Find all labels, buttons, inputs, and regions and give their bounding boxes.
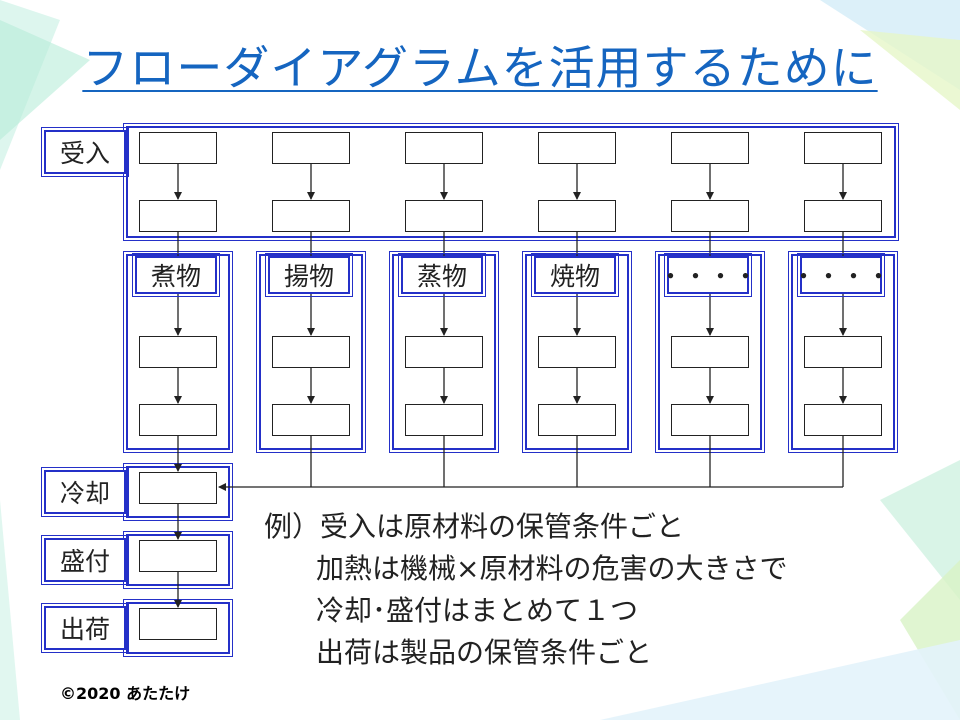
process-label-3: 蒸物 [398,253,486,297]
process-box-3b [405,404,483,436]
process-box-3a [405,336,483,368]
receiving-frame [123,123,899,241]
stage-label-receiving: 受入 [41,127,129,177]
process-label-1: 煮物 [132,253,220,297]
receiving-box-1b [139,200,217,232]
copyright-notice: ©2020 あたたけ [60,684,191,703]
process-label-4: 焼物 [531,253,619,297]
plating-box [139,540,217,572]
receiving-box-4a [538,132,616,164]
example-line-2: 加熱は機械×原材料の危害の大きさで [316,552,788,585]
process-box-6b [804,404,882,436]
stage-label-cooling: 冷却 [41,467,129,517]
process-box-1a [139,336,217,368]
receiving-box-1a [139,132,217,164]
process-label-6: ・・・・ [791,253,891,297]
example-line-3: 冷却･盛付はまとめて１つ [316,594,639,627]
receiving-box-3b [405,200,483,232]
process-box-5b [671,404,749,436]
process-box-6a [804,336,882,368]
receiving-box-6b [804,200,882,232]
receiving-box-2a [272,132,350,164]
process-label-2: 揚物 [265,253,353,297]
process-label-5: ・・・・ [658,253,758,297]
receiving-box-4b [538,200,616,232]
stage-label-plating: 盛付 [41,535,129,585]
example-line-1: 受入は原材料の保管条件ごと [320,510,685,543]
example-prefix: 例） [264,510,321,543]
receiving-box-5b [671,200,749,232]
stage-label-shipping: 出荷 [41,603,129,653]
process-box-1b [139,404,217,436]
page-title: フローダイアグラムを活用するために [82,41,878,95]
receiving-box-5a [671,132,749,164]
process-box-4a [538,336,616,368]
shipping-box [139,608,217,640]
process-box-5a [671,336,749,368]
process-box-2b [272,404,350,436]
receiving-box-6a [804,132,882,164]
example-line-4: 出荷は製品の保管条件ごと [316,636,653,669]
receiving-box-3a [405,132,483,164]
cooling-box [139,472,217,504]
process-box-2a [272,336,350,368]
example-notes: 例）受入は原材料の保管条件ごと 加熱は機械×原材料の危害の大きさで 冷却･盛付は… [264,506,787,674]
process-box-4b [538,404,616,436]
receiving-box-2b [272,200,350,232]
